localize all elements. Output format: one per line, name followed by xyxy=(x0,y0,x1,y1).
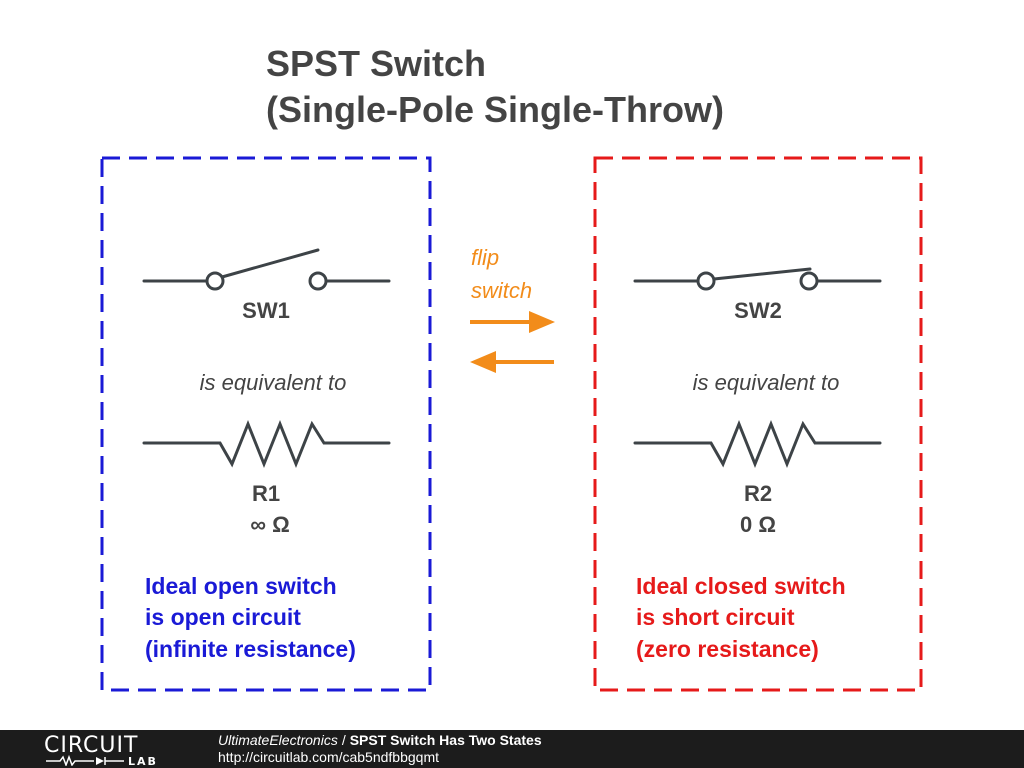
r2-value: 0 Ω xyxy=(740,512,776,537)
footer-url[interactable]: http://circuitlab.com/cab5ndfbbgqmt xyxy=(218,749,440,765)
r1-label: R1 xyxy=(252,481,280,506)
logo-diode-icon xyxy=(96,757,104,765)
closed-state-box xyxy=(593,156,923,692)
open-note-line-2: is open circuit xyxy=(145,604,301,630)
schematic-diagram: SPST Switch (Single-Pole Single-Throw) S… xyxy=(100,43,923,692)
r2-label: R2 xyxy=(744,481,772,506)
sw1-label: SW1 xyxy=(242,298,290,323)
sw2-blade xyxy=(712,267,812,281)
sw1-terminal-right xyxy=(308,271,328,291)
open-note-line-1: Ideal open switch xyxy=(145,573,337,599)
right-equivalence-text: is equivalent to xyxy=(693,370,840,395)
closed-note-line-1: Ideal closed switch xyxy=(636,573,846,599)
title-line-2: (Single-Pole Single-Throw) xyxy=(266,89,724,130)
logo-sub-text: LAB xyxy=(128,755,158,766)
open-state-box xyxy=(100,156,432,692)
closed-note-line-3: (zero resistance) xyxy=(636,636,819,662)
flip-label-line-2: switch xyxy=(471,278,532,303)
logo-resistor-icon xyxy=(46,754,94,766)
sw1-blade xyxy=(220,248,320,279)
title-line-1: SPST Switch xyxy=(266,43,486,84)
left-equivalence-text: is equivalent to xyxy=(200,370,347,395)
footer-caption: UltimateElectronics/SPST Switch Has Two … xyxy=(218,732,542,766)
sw1-terminal-left xyxy=(205,271,225,291)
resistor-r1 xyxy=(142,419,391,469)
logo-text: CIRCUIT xyxy=(44,733,138,758)
footer-separator: / xyxy=(341,732,346,748)
footer-title-line: UltimateElectronics/SPST Switch Has Two … xyxy=(218,732,542,749)
footer-bar: CIRCUIT LAB UltimateElectronics/SPST Swi… xyxy=(0,730,1024,768)
footer-circuit-title[interactable]: SPST Switch Has Two States xyxy=(349,732,542,748)
closed-note-line-2: is short circuit xyxy=(636,604,795,630)
open-note-line-3: (infinite resistance) xyxy=(145,636,356,662)
r1-value: ∞ Ω xyxy=(250,512,289,537)
resistor-r2 xyxy=(633,419,882,469)
sw2-terminal-left xyxy=(696,271,716,291)
footer-author-link[interactable]: UltimateElectronics xyxy=(218,732,338,748)
flip-label-line-1: flip xyxy=(471,245,499,270)
sw2-label: SW2 xyxy=(734,298,782,323)
arrow-right-icon xyxy=(470,311,555,333)
arrow-left-icon xyxy=(470,351,554,373)
circuitlab-logo[interactable]: CIRCUIT LAB xyxy=(44,732,194,766)
switch-sw1-open xyxy=(142,248,391,291)
switch-sw2-closed xyxy=(633,267,882,291)
sw2-terminal-right xyxy=(799,271,819,291)
